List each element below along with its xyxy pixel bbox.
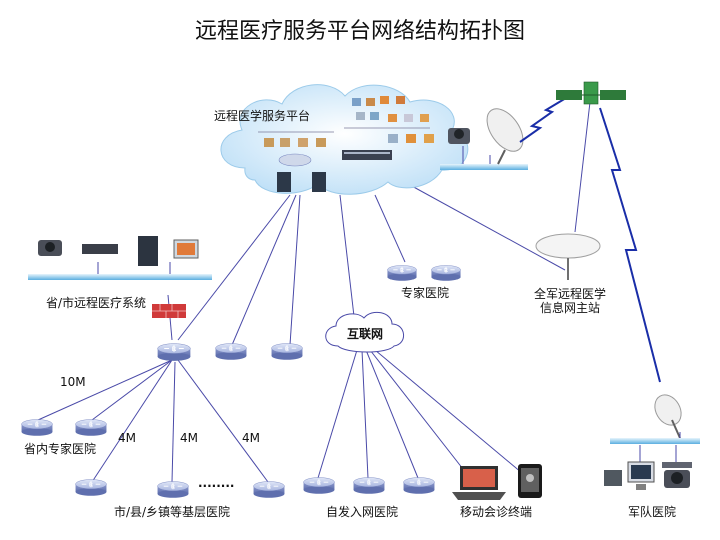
provincial-experts-label: 省内专家医院	[24, 441, 96, 456]
router-icon	[430, 264, 462, 282]
platform-label: 远程医学服务平台	[214, 108, 310, 123]
wireless-link-icon	[519, 97, 567, 143]
video-camera-icon	[662, 462, 692, 488]
router-icon	[157, 481, 189, 499]
army-hospital-label: 军队医院	[628, 504, 676, 519]
router-icon	[75, 479, 107, 497]
laptop-icon	[452, 466, 506, 500]
router-icon	[403, 477, 435, 495]
bandwidth-label: 4M	[118, 431, 136, 445]
internet-label: 互联网	[347, 327, 383, 341]
router-icon	[21, 419, 53, 437]
bandwidth-label: 4M	[180, 431, 198, 445]
router-icon	[353, 477, 385, 495]
server-rack-icon	[264, 96, 434, 147]
core-router-icon	[342, 150, 392, 160]
server-icon	[277, 172, 291, 192]
grassroots-label: 市/县/乡镇等基层医院	[114, 504, 230, 519]
self-joined-label: 自发入网医院	[326, 504, 398, 519]
bandwidth-label: 4M	[242, 431, 260, 445]
bandwidth-label: 10M	[60, 375, 86, 389]
mobile-phone-icon	[518, 464, 542, 498]
core-switch-icon	[278, 153, 312, 167]
router-icon	[271, 343, 303, 361]
military-station-label-2: 信息网主站	[540, 300, 600, 315]
wireless-link-icon	[599, 107, 661, 383]
network-bus	[440, 164, 528, 170]
server-icon	[312, 172, 326, 192]
platform-equipment	[258, 96, 434, 192]
server-icon	[138, 236, 158, 266]
codec-device-icon	[604, 470, 622, 486]
provincial-system-label: 省/市远程医疗系统	[46, 295, 146, 310]
router-icon	[75, 419, 107, 437]
router-icon	[215, 343, 247, 361]
codec-device-icon	[82, 244, 118, 254]
provincial-devices	[38, 236, 199, 266]
satellite-dish-icon	[486, 108, 524, 165]
diagram-title: 远程医疗服务平台网络结构拓扑图	[195, 19, 525, 44]
router-icon	[253, 481, 285, 499]
router-icon	[386, 264, 418, 282]
network-bus	[28, 274, 212, 280]
computer-icon	[604, 461, 655, 490]
platform-video-terminal	[440, 128, 528, 170]
military-station-label: 全军远程医学	[534, 286, 606, 301]
internet-cloud	[325, 311, 404, 353]
satellite-dish-icon	[654, 394, 682, 439]
satellite-icon	[556, 81, 626, 105]
expert-hospital-label: 专家医院	[401, 285, 449, 300]
network-bus	[610, 438, 700, 444]
mobile-terminal-label: 移动会诊终端	[460, 504, 532, 519]
router-icon	[157, 343, 191, 362]
dots-label: ········	[198, 479, 234, 493]
router-icon	[303, 477, 335, 495]
firewall-icon	[152, 304, 186, 318]
satellite-dish-icon	[535, 233, 601, 280]
